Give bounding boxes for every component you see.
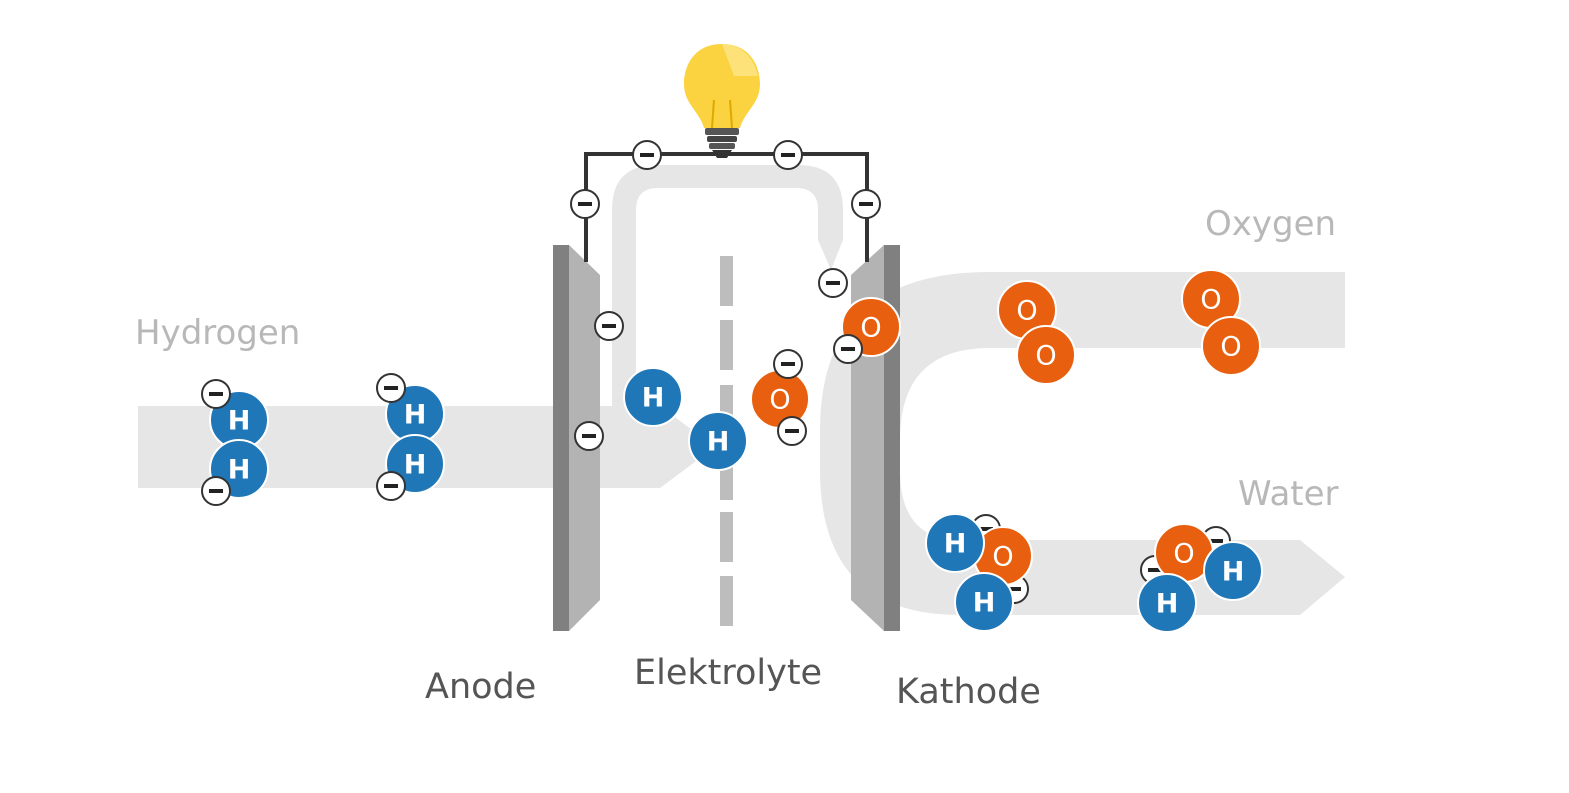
- hydrogen-atom-symbol: H: [944, 529, 967, 560]
- electron-icon: [201, 476, 231, 506]
- electron-icon: [594, 311, 624, 341]
- hydrogen-atom-symbol: H: [228, 455, 251, 486]
- hydrogen-atom-symbol: H: [404, 400, 427, 431]
- oxygen-atom-symbol: O: [992, 542, 1013, 573]
- hydrogen-atom-symbol: H: [707, 427, 730, 458]
- electron-icon: [833, 334, 863, 364]
- electron-icon: [818, 268, 848, 298]
- hydrogen-atom-symbol: H: [228, 406, 251, 437]
- hydrogen-atom-symbol: H: [642, 383, 665, 414]
- electron-icon: [570, 189, 600, 219]
- electrolyte-label: Elektrolyte: [634, 653, 822, 693]
- oxygen-label: Oxygen: [1205, 204, 1336, 244]
- hydrogen-atom-symbol: H: [404, 450, 427, 481]
- hydrogen-atom-symbol: H: [973, 588, 996, 619]
- hydrogen-atom-symbol: H: [1222, 557, 1245, 588]
- electron-icon: [201, 379, 231, 409]
- water-molecule: O H H: [925, 513, 1033, 632]
- hydrogen-atom-symbol: H: [1156, 589, 1179, 620]
- oxygen-molecule: O O: [1181, 269, 1261, 376]
- oxygen-molecule: O O: [997, 280, 1076, 385]
- hydrogen-ion: H: [623, 367, 683, 427]
- oxygen-atom-symbol: O: [1200, 285, 1221, 316]
- electron-icon: [777, 416, 807, 446]
- electron-icon: [574, 421, 604, 451]
- electron-icon: [851, 189, 881, 219]
- lightbulb-icon: [684, 44, 760, 158]
- electron-icon: [376, 373, 406, 403]
- electron-icon: [773, 349, 803, 379]
- oxygen-atom-symbol: O: [769, 385, 790, 416]
- oxygen-atom-symbol: O: [1173, 539, 1194, 570]
- hydrogen-ion: H: [688, 411, 748, 471]
- oxygen-atom-symbol: O: [1016, 296, 1037, 327]
- oxygen-atom-symbol: O: [1035, 341, 1056, 372]
- water-label: Water: [1238, 474, 1339, 514]
- electrons: [201, 140, 881, 506]
- electron-icon: [773, 140, 803, 170]
- electrolyte-membrane: [720, 256, 733, 626]
- oxygen-atom-symbol: O: [860, 313, 881, 344]
- anode-label: Anode: [425, 667, 536, 707]
- oxygen-atom-symbol: O: [1220, 332, 1241, 363]
- electron-icon: [376, 471, 406, 501]
- water-molecule: O H H: [1137, 523, 1263, 633]
- electron-icon: [632, 140, 662, 170]
- cathode-label: Kathode: [896, 672, 1041, 712]
- hydrogen-label: Hydrogen: [135, 313, 300, 353]
